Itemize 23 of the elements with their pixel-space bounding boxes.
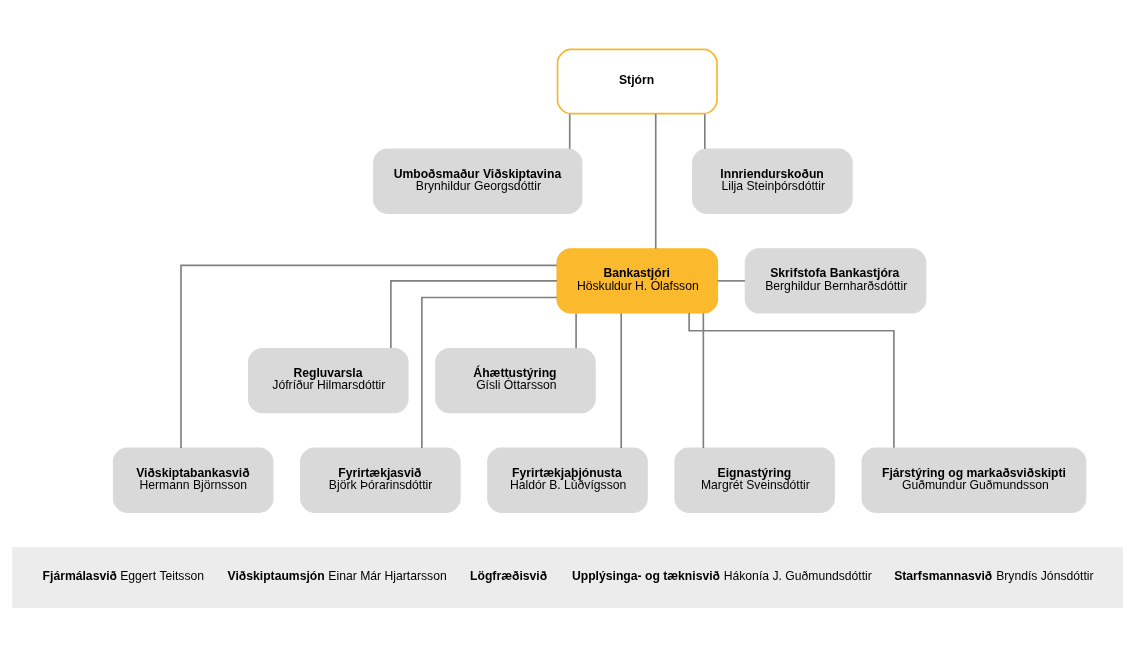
connector xyxy=(421,296,558,449)
node-box: Eignastýring Margrét Sveinsdóttir xyxy=(674,447,835,513)
node-box: Skrifstofa Bankastjóra Berghildur Bernharðsdóttir xyxy=(744,248,927,314)
connector xyxy=(688,312,895,449)
connector xyxy=(716,280,746,282)
node-box: Umboðsmaður Viðskiptavina Brynhildur Georgsdóttir xyxy=(373,148,583,214)
connector xyxy=(575,312,577,349)
connector xyxy=(180,264,558,449)
node-box: Áhættustýring Gísli Óttarsson xyxy=(435,347,596,414)
node-box: Fyrirtækjaþjónusta Haldór B. Lúðvígsson xyxy=(487,447,648,513)
connector xyxy=(568,113,571,150)
node-box: Innriendurskoðun Lilja Steinþórsdóttir xyxy=(692,148,853,214)
connector xyxy=(654,113,657,250)
node-box: Fyrirtækjasvið Björk Þórarinsdóttir xyxy=(300,447,461,513)
connector xyxy=(390,280,558,349)
connector xyxy=(704,113,706,150)
node-box: Bankastjóri Höskuldur H. Ólafsson xyxy=(556,248,719,314)
node-box: Fjárstýring og markaðsviðskipti Guðmundur Guðmundsson xyxy=(861,447,1087,513)
connector xyxy=(702,312,705,449)
node-box: Regluvarsla Jófríður Hilmarsdóttir xyxy=(248,347,409,414)
node-box: Stjórn xyxy=(556,48,718,115)
node-box: Viðskiptabankasvið Hermann Björnsson xyxy=(112,447,274,513)
connector xyxy=(620,312,623,449)
